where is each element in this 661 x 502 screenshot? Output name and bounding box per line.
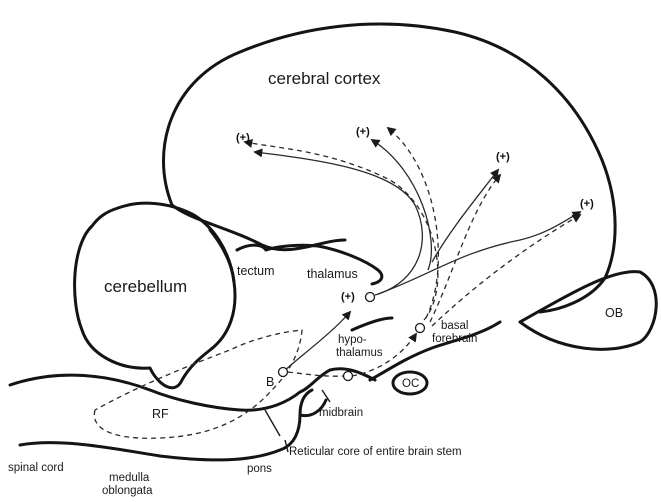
label-reticular-core: Reticular core of entire brain stem: [289, 446, 462, 458]
label-thalamus: thalamus: [307, 267, 358, 281]
label-pons: pons: [247, 463, 272, 475]
b-nucleus: [279, 368, 288, 377]
cortex-inferior-surface: [172, 205, 345, 250]
label-hypothalamus-2: thalamus: [336, 347, 383, 359]
cerebellum-peduncle: [210, 230, 234, 282]
reticular-pointer-1: [265, 410, 280, 436]
label-midbrain: midbrain: [319, 407, 363, 419]
plus-marker-top: (+): [356, 126, 370, 138]
basal-forebrain-nucleus: [416, 324, 425, 333]
label-basal-forebrain-1: basal: [441, 320, 469, 332]
label-cerebral-cortex: cerebral cortex: [268, 69, 381, 88]
label-spinal-cord: spinal cord: [8, 462, 64, 474]
pathway-b-to-hypothalamus: [288, 372, 343, 376]
label-tectum: tectum: [237, 264, 275, 278]
brainstem-dorsal: [20, 390, 312, 460]
label-medulla-2: oblongata: [102, 485, 153, 497]
label-rf: RF: [152, 407, 169, 421]
label-b: B: [266, 375, 274, 389]
solid-projection-top: [372, 140, 431, 270]
brainstem-ventral: [10, 369, 375, 410]
hypothalamic-nucleus: [344, 372, 353, 381]
label-medulla-1: medulla: [109, 472, 150, 484]
label-oc: OC: [402, 378, 419, 390]
plus-marker-upper-right: (+): [496, 151, 510, 163]
plus-marker-right: (+): [580, 198, 594, 210]
dash-projection-top: [388, 128, 438, 318]
label-basal-forebrain-2: forebrain: [432, 333, 477, 345]
hypothalamus-curve: [352, 318, 392, 330]
solid-projection-right: [378, 212, 580, 294]
label-cerebellum: cerebellum: [104, 277, 187, 296]
basal-surface: [370, 322, 500, 380]
thalamic-nucleus: [366, 293, 375, 302]
olfactory-bulb-outline: [520, 272, 656, 350]
plus-marker-thalamus: (+): [341, 291, 355, 303]
label-hypothalamus-1: hypo-: [338, 334, 367, 346]
label-ob: OB: [605, 306, 623, 320]
plus-marker-left: (+): [236, 132, 250, 144]
